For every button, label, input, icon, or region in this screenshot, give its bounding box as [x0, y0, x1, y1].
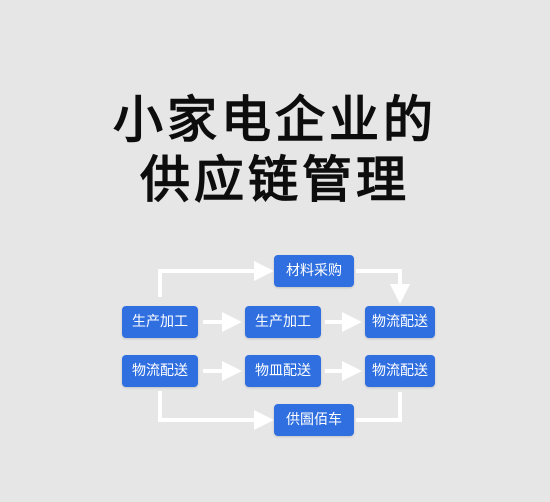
- connector-bottom-left: [158, 391, 274, 430]
- node-bottom: 供圄佰车: [274, 404, 354, 436]
- page-title-line-1: 小家电企业的: [113, 91, 437, 149]
- page-title-line-2: 供应链管理: [140, 151, 410, 209]
- node-row2-col1: 物流配送: [122, 355, 198, 387]
- node-row1-col3: 物流配送: [365, 306, 435, 338]
- node-row2-col3: 物流配送: [365, 355, 435, 387]
- node-row1-col1: 生产加工: [122, 306, 198, 338]
- connector-bottom-right: [356, 392, 402, 422]
- connector-top-left: [158, 261, 274, 297]
- node-material-procurement: 材料采购: [274, 255, 354, 287]
- node-row1-col2: 生产加工: [245, 306, 321, 338]
- node-row2-col2: 物皿配送: [245, 355, 321, 387]
- connector-top-right: [356, 269, 410, 304]
